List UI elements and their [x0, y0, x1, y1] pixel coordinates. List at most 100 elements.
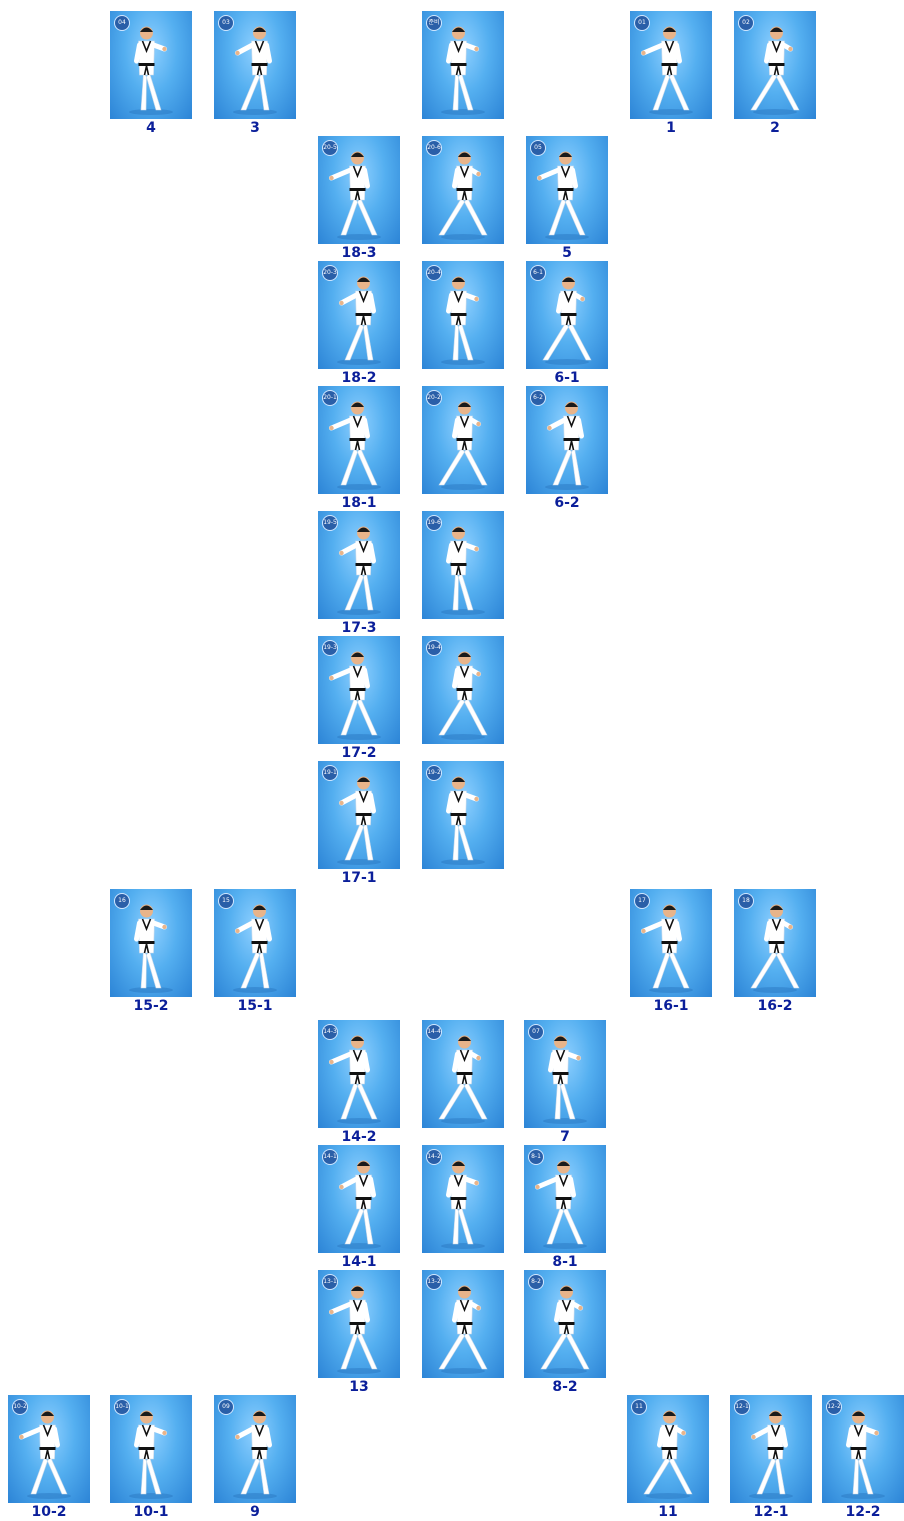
frame-tile: 20-1 18-1 — [318, 386, 400, 494]
step-caption: 15-2 — [100, 999, 202, 1014]
frame-tile: 6-2 6-2 — [526, 386, 608, 494]
step-badge: 20-5 — [322, 140, 338, 156]
frame-photo: 19-4 — [422, 636, 504, 744]
frame-photo: 12-2 — [822, 1395, 904, 1503]
frame-photo: 10-1 — [110, 1395, 192, 1503]
frame-tile: 13-1 13 — [318, 1270, 400, 1378]
frame-tile: 19-2 — [422, 761, 504, 869]
frame-photo: 8-2 — [524, 1270, 606, 1378]
step-badge: 01 — [634, 15, 650, 31]
frame-photo: 20-3 — [318, 261, 400, 369]
step-caption: 16-2 — [724, 999, 826, 1014]
frame-photo: 14-4 — [422, 1020, 504, 1128]
step-badge: 12-1 — [734, 1399, 750, 1415]
step-caption: 4 — [100, 121, 202, 136]
frame-tile: 16 15-2 — [110, 889, 192, 997]
step-caption: 1 — [620, 121, 722, 136]
frame-tile: 8-1 8-1 — [524, 1145, 606, 1253]
step-caption: 3 — [204, 121, 306, 136]
frame-tile: 17 16-1 — [630, 889, 712, 997]
step-badge: 8-2 — [528, 1274, 544, 1290]
step-caption: 18-2 — [308, 371, 410, 386]
step-badge: 20-2 — [426, 390, 442, 406]
step-badge: 04 — [114, 15, 130, 31]
step-badge: 19-1 — [322, 765, 338, 781]
step-caption: 6-1 — [516, 371, 618, 386]
frame-photo: 19-2 — [422, 761, 504, 869]
frame-tile: 05 5 — [526, 136, 608, 244]
step-caption: 18-3 — [308, 246, 410, 261]
frame-tile: 11 11 — [627, 1395, 709, 1503]
frame-tile: 8-2 8-2 — [524, 1270, 606, 1378]
step-badge: 20-3 — [322, 265, 338, 281]
frame-photo: 14-1 — [318, 1145, 400, 1253]
frame-photo: 19-5 — [318, 511, 400, 619]
frame-tile: 10-2 10-2 — [8, 1395, 90, 1503]
frame-tile: 14-2 — [422, 1145, 504, 1253]
frame-photo: 02 — [734, 11, 816, 119]
frame-tile: 20-3 18-2 — [318, 261, 400, 369]
step-caption: 17-2 — [308, 746, 410, 761]
step-caption: 10-2 — [0, 1505, 100, 1520]
step-badge: 19-4 — [426, 640, 442, 656]
frame-photo: 04 — [110, 11, 192, 119]
frame-photo: 11 — [627, 1395, 709, 1503]
frame-tile: 20-2 — [422, 386, 504, 494]
step-badge: 13-1 — [322, 1274, 338, 1290]
step-badge: 14-2 — [426, 1149, 442, 1165]
step-caption: 14-2 — [308, 1130, 410, 1145]
frame-tile: 14-4 — [422, 1020, 504, 1128]
step-caption: 18-1 — [308, 496, 410, 511]
frame-tile: 04 4 — [110, 11, 192, 119]
step-badge: 20-1 — [322, 390, 338, 406]
frame-tile: 19-1 17-1 — [318, 761, 400, 869]
frame-photo: 20-4 — [422, 261, 504, 369]
step-badge: 07 — [528, 1024, 544, 1040]
step-caption: 17-3 — [308, 621, 410, 636]
frame-tile: 19-5 17-3 — [318, 511, 400, 619]
step-badge: 19-5 — [322, 515, 338, 531]
frame-photo: 19-6 — [422, 511, 504, 619]
frame-photo: 15 — [214, 889, 296, 997]
frame-tile: 준비 — [422, 11, 504, 119]
frame-photo: 05 — [526, 136, 608, 244]
frame-photo: 19-3 — [318, 636, 400, 744]
frame-photo: 07 — [524, 1020, 606, 1128]
frame-tile: 12-2 12-2 — [822, 1395, 904, 1503]
step-caption: 15-1 — [204, 999, 306, 1014]
frame-photo: 20-1 — [318, 386, 400, 494]
step-badge: 09 — [218, 1399, 234, 1415]
step-badge: 10-2 — [12, 1399, 28, 1415]
frame-photo: 10-2 — [8, 1395, 90, 1503]
step-badge: 14-1 — [322, 1149, 338, 1165]
frame-photo: 준비 — [422, 11, 504, 119]
step-badge: 17 — [634, 893, 650, 909]
frame-photo: 12-1 — [730, 1395, 812, 1503]
frame-photo: 03 — [214, 11, 296, 119]
step-badge: 8-1 — [528, 1149, 544, 1165]
step-caption: 14-1 — [308, 1255, 410, 1270]
step-caption: 12-2 — [812, 1505, 904, 1520]
frame-tile: 15 15-1 — [214, 889, 296, 997]
frame-photo: 19-1 — [318, 761, 400, 869]
frame-tile: 14-3 14-2 — [318, 1020, 400, 1128]
step-badge: 20-4 — [426, 265, 442, 281]
frame-tile: 20-5 18-3 — [318, 136, 400, 244]
frame-tile: 19-6 — [422, 511, 504, 619]
frame-photo: 6-1 — [526, 261, 608, 369]
frame-photo: 01 — [630, 11, 712, 119]
frame-photo: 20-5 — [318, 136, 400, 244]
frame-tile: 18 16-2 — [734, 889, 816, 997]
frame-tile: 19-3 17-2 — [318, 636, 400, 744]
step-caption: 17-1 — [308, 871, 410, 886]
step-badge: 02 — [738, 15, 754, 31]
step-badge: 14-3 — [322, 1024, 338, 1040]
step-badge: 11 — [631, 1399, 647, 1415]
step-badge: 19-6 — [426, 515, 442, 531]
step-caption: 5 — [516, 246, 618, 261]
frame-tile: 10-1 10-1 — [110, 1395, 192, 1503]
step-badge: 15 — [218, 893, 234, 909]
frame-tile: 14-1 14-1 — [318, 1145, 400, 1253]
step-badge: 05 — [530, 140, 546, 156]
step-badge: 준비 — [426, 15, 442, 31]
